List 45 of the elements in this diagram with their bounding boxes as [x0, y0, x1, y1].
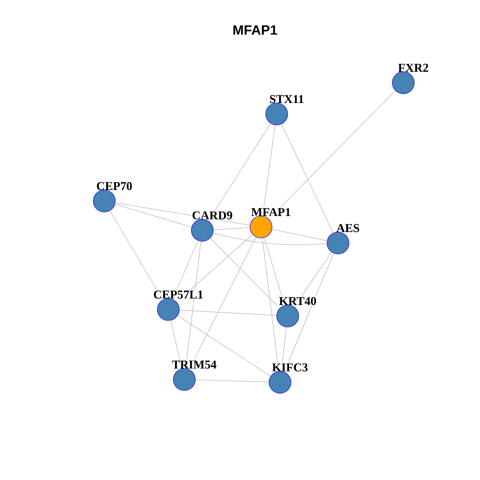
edge-line [190, 234, 254, 290]
node-label: TRIM54 [172, 360, 216, 369]
gene-node: KRT40 [276, 297, 316, 328]
gene-node: AES [326, 224, 360, 254]
gene-node: MFAP1 [250, 208, 290, 238]
edge-line [280, 90, 396, 208]
edge-line [210, 238, 278, 306]
edge-line [214, 123, 272, 210]
node-label: CARD9 [192, 211, 232, 220]
node-label: CEP57L1 [154, 290, 203, 299]
node-label: KRT40 [279, 297, 316, 306]
edge-line [177, 315, 272, 377]
gene-node: CEP70 [93, 182, 132, 212]
edge-line [301, 252, 332, 296]
node-label: STX11 [270, 95, 304, 104]
node-label: AES [336, 224, 360, 232]
node-label: CEP70 [96, 182, 132, 190]
gene-node: CARD9 [191, 211, 232, 242]
edge-line [195, 380, 270, 382]
node-label: MFAP1 [251, 208, 290, 216]
edge-line [110, 210, 157, 290]
node-label: KIFC3 [272, 363, 308, 372]
gene-node: KIFC3 [268, 363, 308, 394]
edge-line [282, 326, 287, 362]
node-label: FXR2 [398, 64, 428, 72]
edge-line [264, 237, 282, 296]
gene-node: FXR2 [392, 64, 428, 94]
edge-line [179, 310, 277, 316]
gene-node: STX11 [265, 95, 304, 126]
edge-line [186, 240, 202, 360]
title: MFAP1 [233, 25, 278, 35]
edge-line [288, 252, 334, 362]
edge-line [176, 240, 198, 290]
edge-line [212, 232, 328, 246]
edge-line [170, 320, 180, 360]
gene-node: TRIM54 [172, 360, 216, 391]
edge-line [213, 227, 250, 230]
edge-line [194, 236, 256, 360]
edge-line [281, 124, 334, 234]
edge-line [114, 204, 192, 228]
gene-node: CEP57L1 [154, 290, 203, 321]
edge-line [272, 229, 328, 242]
edge-line [262, 238, 278, 362]
edge-line [264, 124, 276, 208]
edge-line [114, 202, 250, 226]
